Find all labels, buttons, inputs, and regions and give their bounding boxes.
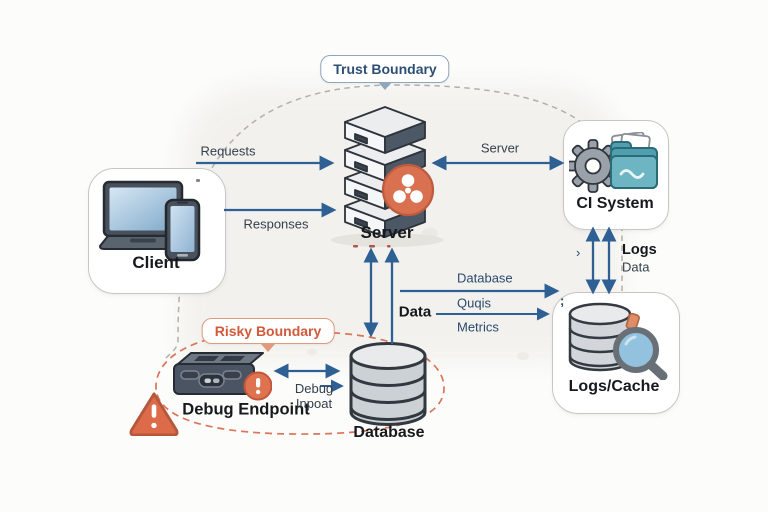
trust-boundary-outline [165,84,623,359]
debug-endpoint-label: Debug Endpoint [182,400,310,419]
trust-boundary-label: Trust Boundary [320,55,450,83]
magnifier-icon [613,312,668,381]
client-label: Client [132,253,180,272]
threat-badge-icon [381,163,435,217]
server-shadow [331,233,443,247]
risky-boundary-tail [261,344,275,352]
data-right-edge-label: Data [622,259,650,275]
gear-icon [566,139,620,193]
warning-triangle-icon [129,392,179,437]
ci-system-label: CI System [576,195,654,212]
server-label: Server [360,223,414,242]
risky-boundary-label: Risky Boundary [201,318,335,344]
logs-edge-label: Logs [622,242,657,258]
logs-cache-label: Logs/Cache [568,378,660,395]
database-cylinder-icon [349,342,427,426]
database-edge-label: Database [457,270,513,286]
query-edge-label: Quqis [457,295,491,311]
risky-boundary-outline [155,330,445,435]
database-magnifier-icon [568,302,668,381]
server-stack-icon [331,106,443,247]
debug-input-line1: Debug [294,381,334,396]
debug-input-edge-label: Debug Inpoat [295,381,333,411]
data-mid-edge-label: Data [398,303,432,321]
folder-icon [610,141,658,189]
artifact-semicolon: ; [560,293,565,308]
router-device-icon [173,352,273,401]
database-label: Database [353,424,425,441]
warning-badge-icon [243,371,273,401]
wave-line [619,169,645,179]
gear-folder-icon [566,131,658,193]
debug-input-line2: Inpoat [295,396,333,411]
requests-edge-label: Requests [200,143,256,159]
server-edge-label: Server [480,140,520,156]
artifact-chevron: › [576,245,581,260]
responses-edge-label: Responses [243,216,309,232]
metrics-edge-label: Metrics [457,319,499,335]
laptop-and-phone-icon [98,180,201,262]
trust-boundary-tail [378,82,392,90]
